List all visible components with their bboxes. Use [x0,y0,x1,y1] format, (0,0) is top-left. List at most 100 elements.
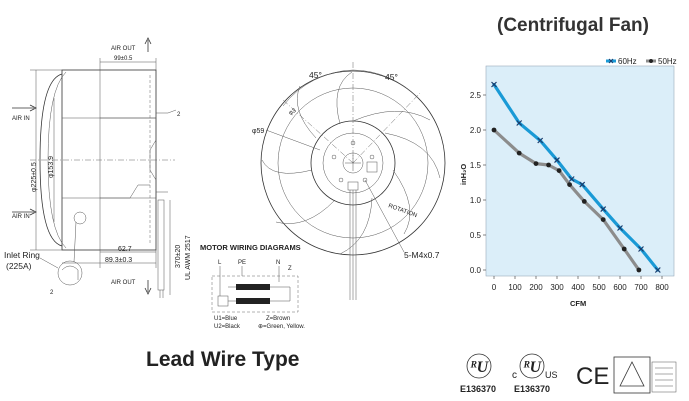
y-tick-label: 2.0 [470,126,482,135]
blade [392,169,411,235]
inlet-ring-detail-profile [61,265,79,280]
data-point-50Hz [491,127,497,133]
dim-62-label: 62.7 [118,246,132,253]
legend-u2: U2=Black [214,324,241,330]
x-tick-label: 500 [592,283,606,292]
y-tick-label: 0.5 [470,231,482,240]
air-in-bottom-label: AIR IN [12,214,30,220]
dia-59-label: φ59 [252,128,264,135]
dim-2-top-label: 2 [177,112,181,118]
data-point-50Hz [567,182,572,188]
winding-connections [228,286,291,302]
motor-box [211,275,299,313]
angle-left-label: 45° [309,70,322,80]
data-point-60Hz [516,120,523,126]
legend-ge: ⊕=Green, Yellow. [258,324,305,330]
cul-file-number: E136370 [514,384,550,394]
legend-z: Z=Brown [266,316,290,322]
certifications: ᴿU E136370 c ᴿU US E136370 CE [460,353,677,394]
angle-arc-left [282,69,354,107]
svg-text:ᴿU: ᴿU [523,359,543,376]
motor-hub-profile [100,117,157,198]
legend-marker-50Hz [649,59,653,63]
angle-right-label: 45° [385,72,398,82]
ce-mark: CE [576,363,609,390]
dim-inner-dia-label: φ153.9 [48,156,55,178]
air-out-top-label: AIR OUT [111,46,136,52]
rotation-label: ROTATION [387,203,417,219]
dia-small-label: φ3 [288,108,298,117]
data-point-60Hz [537,137,544,144]
wiring-title: MOTOR WIRING DIAGRAMS [200,243,301,252]
lead-wire-bundle [157,199,165,291]
cable-gland [347,181,359,191]
inlet-ring-label-1: Inlet Ring [4,250,40,260]
label-box [366,161,378,173]
svg-text:ᴿU: ᴿU [470,359,490,376]
series-line-60Hz [492,82,660,272]
wire-label-PE: PE [238,260,246,266]
x-tick-label: 700 [634,283,648,292]
legend-u1: U1=Blue [214,316,238,322]
data-point-50Hz [621,246,627,252]
air-out-top-arrowhead [144,37,152,45]
ul-file-number: E136370 [460,384,496,394]
data-point-50Hz [533,161,539,167]
x-tick-label: 200 [529,283,543,292]
y-tick-label: 0.0 [470,266,482,275]
x-axis-label: CFM [570,299,586,308]
dim-outer-dia-label: φ225±0.5 [31,162,38,192]
angle-ray-left [282,99,354,164]
x-tick-label: 400 [571,283,585,292]
air-out-bottom-arrowhead [144,287,152,295]
wiring-diagram: MOTOR WIRING DIAGRAMS L PE N Z U1=Blue U… [200,243,305,330]
winding-2 [236,298,270,304]
data-point-50Hz [556,168,562,174]
data-point-60Hz [579,181,586,188]
dim-2-bottom-label: 2 [50,290,54,296]
dia-59-leader [265,129,321,151]
mount-hole [331,154,337,160]
lead-wire-type-title: Lead Wire Type [146,348,300,371]
wire-label-N: N [276,260,280,266]
angle-ray-right [352,92,421,164]
inlet-ring-detail-marker [73,211,87,225]
data-point-50Hz [636,267,642,273]
air-out-bottom-label: AIR OUT [111,280,136,286]
series-line-50Hz [492,128,641,272]
legend-label-60Hz: 60Hz [618,57,637,66]
lead-length-label: 370±20 [175,245,182,268]
capacitor [217,295,229,307]
data-point-60Hz [654,267,661,273]
front-view: 45° 45° φ59 φ3 ROTATION 5-M4x0.7 [252,62,446,300]
inlet-ring-label-2: (225A) [6,261,32,271]
wire-label-Z: Z [288,266,292,272]
svg-text:US: US [545,370,558,380]
mount-hole [338,177,344,183]
cul-logo: c ᴿU US [512,353,558,381]
mount-hole [362,177,368,183]
data-point-60Hz [638,246,644,252]
data-point-50Hz [581,199,587,204]
air-in-top-label: AIR IN [12,116,30,122]
inlet-ring-detail-leader [73,221,77,263]
y-tick-label: 1.0 [470,196,482,205]
dim-99-label: 99±0.5 [114,56,133,62]
blade [384,132,441,179]
blade [336,71,353,125]
x-tick-label: 300 [550,283,564,292]
blade [352,111,431,122]
wire-label-L: L [218,260,222,266]
tuv-mark [613,356,677,394]
blade-section [100,184,150,199]
mount-leader [364,179,405,253]
centrifugal-fan-title: (Centrifugal Fan) [497,15,649,36]
data-point-60Hz [600,206,607,213]
data-point-50Hz [546,162,551,168]
inlet-ring-detail-circle [57,260,83,286]
plot-area [486,66,674,276]
winding-1 [236,284,270,290]
mount-hole [369,154,375,160]
